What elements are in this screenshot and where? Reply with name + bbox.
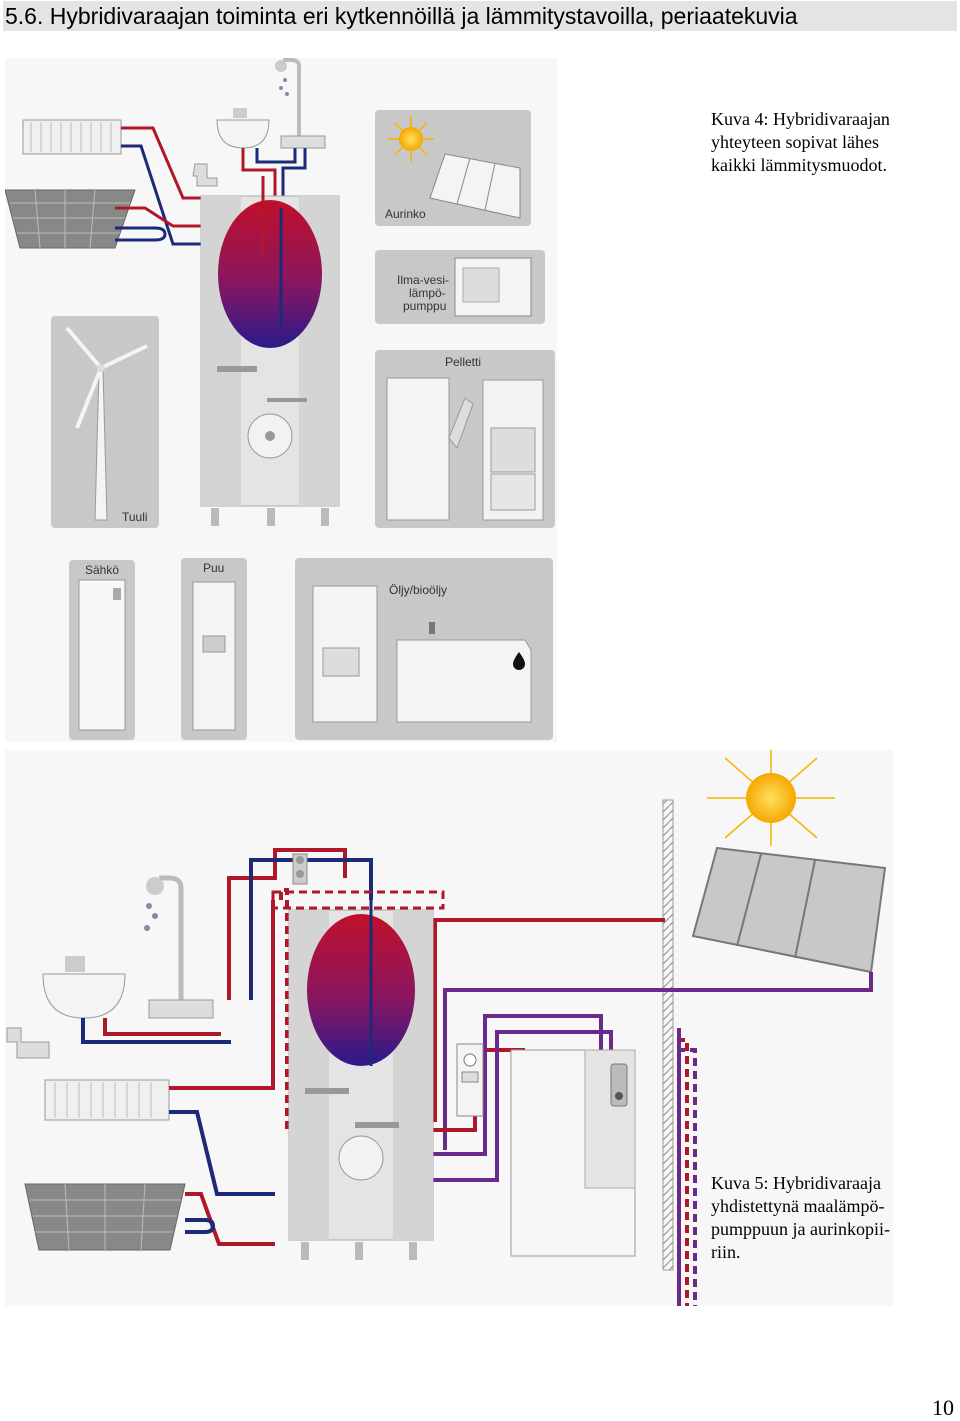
heat-pump-label-1: Ilma-vesi- bbox=[397, 273, 449, 287]
heat-pump-label-3: pumppu bbox=[403, 299, 446, 313]
hybrid-tank bbox=[200, 176, 340, 526]
heat-pump-box: Ilma-vesi- lämpö- pumppu bbox=[375, 250, 545, 324]
figure-4-caption: Kuva 4: Hybridivaraajan yhteyteen sopiva… bbox=[711, 108, 890, 177]
wind-turbine-box: Tuuli bbox=[51, 316, 159, 528]
solar-panel-box: Aurinko bbox=[375, 110, 531, 226]
figure-5-caption-line: yhdistettynä maalämpö- bbox=[711, 1196, 885, 1216]
wood-box: Puu bbox=[181, 558, 247, 740]
figure-4-caption-line: Kuva 4: Hybridivaraajan bbox=[711, 109, 890, 129]
drain-pipe-icon bbox=[192, 163, 218, 187]
radiator-icon bbox=[44, 1079, 170, 1121]
page-number: 10 bbox=[932, 1395, 954, 1420]
floor-heating-icon bbox=[24, 1183, 186, 1251]
wall bbox=[662, 799, 674, 1271]
figure-5-caption-line: pumppuun ja aurinkopii- bbox=[711, 1219, 890, 1239]
controller-unit bbox=[456, 1043, 484, 1117]
ground-source-heat-pump bbox=[510, 1049, 636, 1257]
heat-pump-label-2: lämpö- bbox=[409, 286, 446, 300]
solar-label: Aurinko bbox=[385, 207, 426, 221]
electric-label: Sähkö bbox=[85, 563, 119, 577]
hybrid-tank bbox=[271, 890, 445, 1260]
wood-label: Puu bbox=[203, 561, 224, 575]
drain-pipe-icon bbox=[6, 1027, 50, 1059]
section-heading: 5.6. Hybridivaraajan toiminta eri kytken… bbox=[3, 1, 957, 31]
figure-5-illustration bbox=[5, 750, 893, 1306]
shower-icon bbox=[275, 58, 326, 149]
figure-5-caption-line: Kuva 5: Hybridivaraaja bbox=[711, 1173, 881, 1193]
figure-5-caption: Kuva 5: Hybridivaraaja yhdistettynä maal… bbox=[711, 1172, 890, 1264]
sun-icon bbox=[399, 127, 423, 151]
wind-label: Tuuli bbox=[122, 510, 148, 524]
floor-heating-icon bbox=[5, 189, 136, 249]
shower-icon bbox=[144, 875, 214, 1019]
oil-box: Öljy/bioöljy bbox=[295, 558, 553, 740]
pellet-box: Pelletti bbox=[375, 350, 555, 528]
sun-icon bbox=[707, 750, 835, 846]
figure-4-caption-line: kaikki lämmitysmuodot. bbox=[711, 155, 887, 175]
electric-box: Sähkö bbox=[69, 560, 135, 740]
sink-icon bbox=[42, 956, 126, 1019]
figure-4-caption-line: yhteyteen sopivat lähes bbox=[711, 132, 879, 152]
figure-5-caption-line: riin. bbox=[711, 1242, 741, 1262]
oil-label: Öljy/bioöljy bbox=[389, 583, 447, 597]
figure-4-illustration: Aurinko Ilma-vesi- lämpö- pumppu Tuuli P… bbox=[5, 58, 557, 742]
sink-icon bbox=[216, 108, 270, 149]
radiator-icon bbox=[22, 119, 122, 155]
mixing-valve-icon bbox=[292, 853, 308, 885]
pellet-label: Pelletti bbox=[445, 355, 481, 369]
